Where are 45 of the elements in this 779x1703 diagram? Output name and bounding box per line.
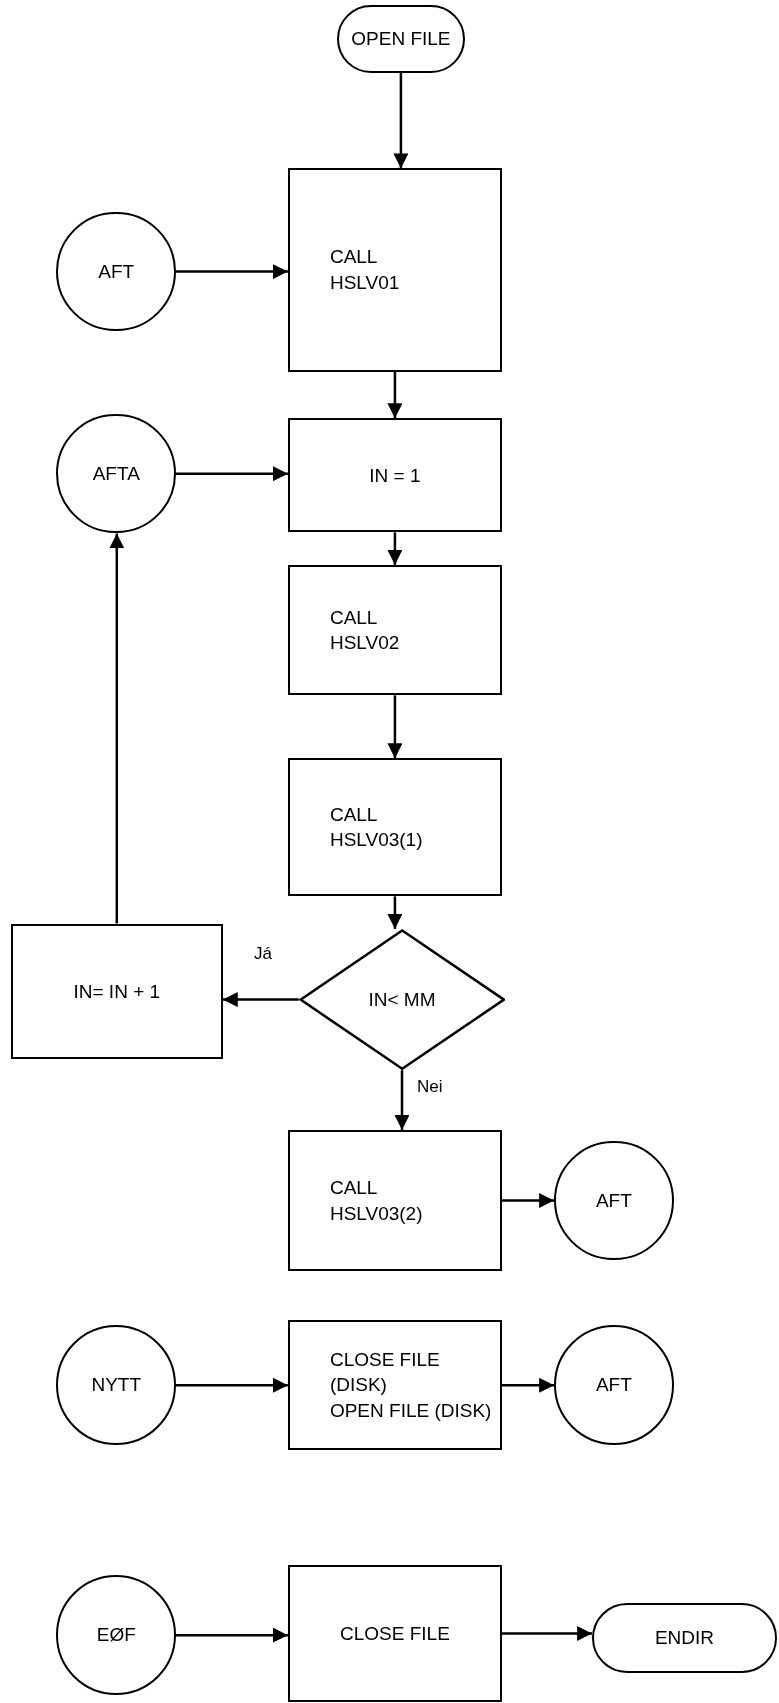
- node-label: CLOSE FILE: [340, 1621, 450, 1646]
- arrow: [501, 1377, 555, 1393]
- node-label: AFTA: [92, 461, 140, 486]
- arrow: [176, 466, 288, 482]
- process-box: [287, 758, 502, 897]
- node-label: AFT: [98, 259, 135, 284]
- arrow: [387, 371, 403, 419]
- process-box: [287, 564, 502, 696]
- process-box: [287, 418, 502, 533]
- process-box: [287, 1129, 502, 1272]
- node-label: OPEN FILE: [351, 27, 451, 52]
- terminator-shape: [592, 1602, 777, 1674]
- arrow: [394, 1070, 410, 1130]
- process-box: [287, 1564, 502, 1703]
- node-label: IN= IN + 1: [73, 979, 161, 1004]
- terminator-shape: [336, 5, 465, 73]
- arrow: [387, 896, 403, 929]
- arrow: [501, 1193, 555, 1209]
- decision-diamond: [298, 928, 506, 1071]
- node-label: ENDIR: [654, 1626, 715, 1650]
- node-label: IN = 1: [369, 463, 421, 488]
- arrow: [393, 72, 409, 169]
- node-label: EØF: [96, 1623, 136, 1648]
- node-label: AFT: [595, 1373, 632, 1398]
- arrow: [176, 1377, 288, 1393]
- arrow: [176, 1627, 288, 1643]
- node-label: CALL HSLV03(2): [329, 1175, 423, 1226]
- process-box: [287, 1320, 502, 1451]
- node-label: OPEN FILE (DISK): [329, 1399, 492, 1424]
- arrow: [387, 695, 403, 759]
- process-box: [10, 923, 223, 1060]
- arrow: [222, 992, 299, 1008]
- arrow: [176, 264, 288, 280]
- node-label: CALL HSLV02: [329, 605, 400, 656]
- edge-label: Nei: [415, 1077, 445, 1095]
- node-label: AFT: [595, 1188, 632, 1213]
- arrow: [387, 532, 403, 565]
- node-label: CALL HSLV03(1): [329, 802, 423, 853]
- node-label: CALL HSLV01: [329, 245, 400, 295]
- process-box: [287, 168, 502, 372]
- node-label: CLOSE FILE (DISK): [329, 1347, 441, 1398]
- node-label: IN< MM: [368, 987, 436, 1012]
- node-label: NYTT: [91, 1373, 142, 1398]
- arrow: [501, 1626, 593, 1641]
- arrow: [109, 533, 125, 924]
